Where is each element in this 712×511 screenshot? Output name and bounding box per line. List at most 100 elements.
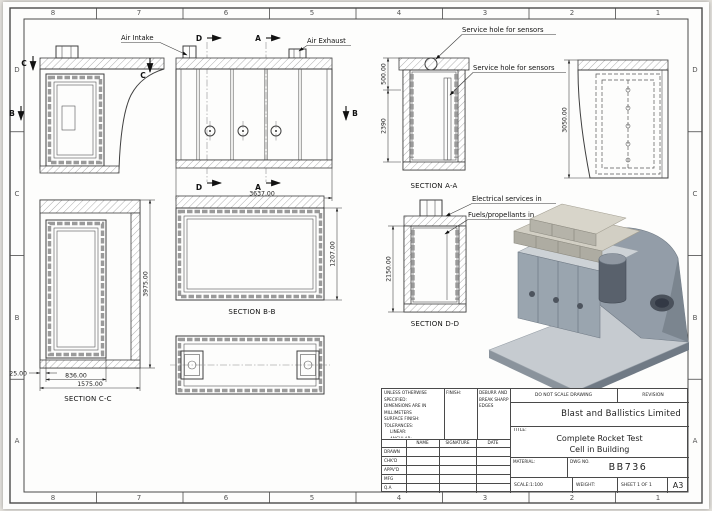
cell-outline: [45, 219, 107, 359]
section-marker-b: B: [352, 109, 358, 118]
dimension-text: 2150.00: [386, 256, 393, 282]
section-marker-c: C: [140, 71, 146, 80]
note-line: DIMENSIONS ARE IN MILLIMETERS: [384, 403, 427, 415]
note-line: SURFACE FINISH:: [384, 416, 420, 421]
dim-bb: 1207.00: [324, 207, 342, 301]
title-line: Complete Rocket Test: [556, 434, 643, 443]
title-line: Cell in Building: [569, 444, 630, 454]
revision-label: REVISION: [642, 393, 664, 398]
sig-col-name: NAME: [416, 439, 429, 445]
view-end-elevation-left: [39, 45, 165, 174]
zone-label: 4: [397, 494, 402, 502]
view-section-cc: SECTION C-C: [39, 199, 141, 403]
top-plate: [403, 215, 467, 227]
sig-row-qa: Q.A: [384, 485, 392, 490]
vent: [55, 45, 79, 59]
dim-aa: 500.00 2390: [381, 57, 401, 163]
section-marker-d: D: [196, 183, 202, 192]
note-line: LINEAR:: [390, 429, 407, 434]
sheet-size: A3: [672, 480, 684, 490]
dimension-text: 836.00: [65, 373, 87, 380]
zone-labels: 8 7 6 5 4 3 2 1 8 7 6 5 4 3 2 1 D C B A …: [14, 9, 697, 502]
dimension-text: 25.00: [9, 371, 27, 378]
air-exhaust-vent: [288, 48, 307, 59]
sig-col-date: DATE: [487, 439, 499, 445]
section-bb-label: SECTION B-B: [228, 308, 275, 316]
dimension-text: 1575.00: [77, 381, 103, 388]
zone-label: 8: [51, 494, 55, 502]
floor-slab: [39, 359, 141, 369]
zone-label: 1: [656, 494, 660, 502]
sheet-border: [9, 7, 703, 504]
view-section-bb: SECTION B-B: [175, 195, 325, 316]
do-not-scale-note: DO NOT SCALE DRAWING: [534, 393, 593, 398]
zone-label: 3: [483, 494, 487, 502]
note-line: UNLESS OTHERWISE SPECIFIED:: [384, 390, 427, 402]
note-air-exhaust: Air Exhaust: [298, 37, 351, 52]
zone-label: 6: [224, 9, 229, 17]
zone-label: A: [693, 437, 698, 445]
scale-label: SCALE:1:100: [514, 482, 543, 488]
deburr-note: DEBURR AND BREAK SHARP EDGES: [479, 390, 509, 410]
sheet-label: SHEET 1 OF 1: [621, 482, 652, 488]
dim-cc: 25.00 836.00 1575.00 3975.00: [9, 199, 155, 391]
zone-label: B: [693, 314, 698, 322]
roof-slab: [577, 59, 669, 71]
drawing-title: Complete Rocket Test Cell in Building: [510, 427, 689, 457]
sig-row-chkd: CHK'D: [384, 458, 398, 463]
note-air-intake: Air Intake: [121, 34, 188, 56]
dimension-text: 500.00: [381, 63, 388, 85]
dimension-text: 1207.00: [330, 241, 337, 267]
top-plate: [398, 57, 470, 71]
port-circle: [237, 125, 249, 137]
dim-end-height: 3050.00: [562, 59, 590, 179]
note-line: DEBURR AND: [479, 390, 508, 395]
zone-label: A: [15, 437, 20, 445]
dwg-no-label: DWG NO.: [570, 459, 590, 464]
weight-label: WEIGHT:: [576, 482, 596, 488]
dimension-text: 3975.00: [143, 271, 150, 297]
section-markers: C C B B D A D A: [9, 34, 358, 192]
section-marker-a: A: [255, 183, 261, 192]
zone-label: C: [693, 190, 698, 198]
note-electrical-services: Electrical services in: [445, 195, 556, 217]
floor-slab: [39, 165, 120, 174]
exhaust-cylinder: [598, 258, 627, 304]
zone-label: C: [15, 190, 20, 198]
note-line: BREAK SHARP: [479, 396, 509, 402]
zone-label: 7: [137, 9, 141, 17]
view-section-aa: SECTION A-A: [398, 57, 470, 190]
wall: [130, 212, 141, 361]
company-name: Blast and Ballistics Limited: [561, 409, 681, 419]
zone-label: 2: [570, 9, 574, 17]
dimension-text: 3050.00: [562, 107, 569, 133]
view-front-elevation: [175, 45, 333, 169]
view-isometric: [488, 203, 690, 399]
view-plan: [170, 335, 330, 395]
wall: [175, 195, 325, 209]
zone-label: 6: [224, 494, 229, 502]
port: [296, 350, 320, 380]
zone-label: 7: [137, 494, 141, 502]
port: [180, 350, 204, 380]
hidden-cell: [595, 73, 661, 175]
service-hole-label: Service hole for sensors: [473, 64, 555, 72]
air-intake-label: Air Intake: [121, 34, 154, 42]
port-circle: [204, 125, 216, 137]
zone-label: D: [14, 66, 19, 74]
zone-label: D: [692, 66, 697, 74]
electrical-services-label: Electrical services in: [472, 195, 542, 203]
view-end-elevation-right: [577, 59, 669, 179]
view-section-dd: SECTION D-D: [403, 199, 467, 328]
title-label: TITLE:: [513, 428, 527, 433]
dim-dd: 2150.00: [386, 225, 404, 313]
sig-col-signature: SIGNATURE: [445, 439, 470, 445]
port-circle: [270, 125, 282, 137]
service-hole-label: Service hole for sensors: [462, 26, 544, 34]
title-block: UNLESS OTHERWISE SPECIFIED: DIMENSIONS A…: [381, 388, 689, 493]
dimension-text: 3637.00: [249, 191, 275, 198]
floor-slab: [175, 159, 333, 169]
material-label: MATERIAL:: [513, 459, 536, 464]
